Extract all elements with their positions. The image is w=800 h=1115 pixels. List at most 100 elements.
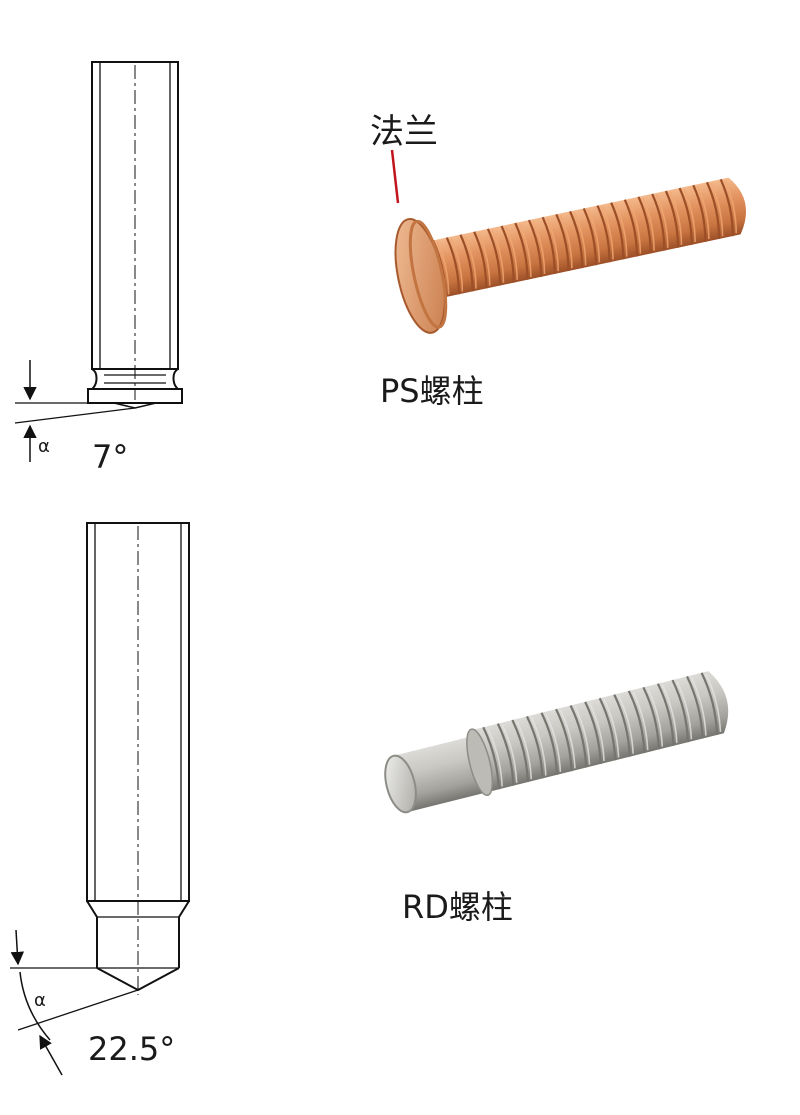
thread-highlight [614, 203, 628, 257]
ps-angle-value: 7° [92, 438, 128, 476]
thread-crest [540, 712, 559, 775]
thread-highlight [491, 229, 505, 283]
ps-stud-thread-crests [432, 178, 738, 298]
thread-highlight [669, 191, 683, 245]
thread-highlight [587, 209, 601, 263]
thread-highlight [642, 197, 655, 251]
thread-crest [500, 225, 515, 283]
flange-leader-line [390, 149, 400, 204]
thread-crest [555, 213, 570, 272]
thread-highlight [710, 183, 724, 237]
thread-crest [582, 208, 597, 266]
thread-highlight [696, 185, 710, 240]
rd-angle-value: 22.5° [88, 1030, 175, 1068]
rd-angle-arc [19, 971, 51, 1041]
thread-crest [569, 210, 584, 269]
thread-crest [610, 202, 625, 260]
thread-highlight [724, 180, 738, 234]
thread-highlight [545, 713, 562, 772]
rd-angle-symbol: α [34, 990, 46, 1011]
thread-crest [598, 697, 617, 761]
thread-crest [482, 726, 500, 790]
thread-crest [613, 694, 631, 757]
thread-highlight [477, 232, 491, 286]
thread-crest [459, 234, 474, 292]
rd-stud-drawing [10, 522, 190, 1076]
rd-stud-pilot-face [384, 754, 417, 814]
thread-crest [686, 675, 704, 739]
rd-angle-arrow-top [10, 929, 25, 966]
thread-crest [705, 181, 721, 239]
thread-crest [692, 184, 707, 242]
thread-crest [671, 679, 690, 743]
thread-highlight [617, 695, 634, 754]
thread-highlight [601, 206, 614, 260]
rd-stud-pilot-body [393, 735, 488, 813]
thread-highlight [436, 241, 450, 295]
ps-angle-symbol: α [38, 436, 50, 457]
thread-highlight [559, 215, 573, 269]
thread-highlight [546, 217, 560, 272]
thread-highlight [628, 200, 642, 254]
thread-highlight [530, 716, 547, 776]
thread-crest [627, 690, 646, 754]
thread-crest [719, 178, 734, 237]
thread-highlight [603, 698, 620, 758]
thread-crest [527, 219, 543, 277]
rd-angle-arrow-bottom [39, 1034, 63, 1076]
thread-crest [496, 723, 515, 786]
thread-crest [445, 237, 460, 295]
ps-angle-slope-line [14, 407, 136, 424]
thread-crest [642, 686, 660, 750]
thread-crest [656, 683, 675, 746]
thread-highlight [501, 724, 518, 783]
thread-highlight [505, 226, 518, 280]
thread-crest [596, 205, 611, 263]
thread-highlight [532, 220, 546, 275]
thread-crest [678, 187, 693, 245]
ps-stud-neck [91, 368, 179, 390]
thread-highlight [518, 223, 532, 277]
thread-highlight [690, 677, 707, 736]
ps-stud-label: PS螺柱 [380, 372, 484, 410]
rd-stud-shoulder [466, 728, 494, 796]
thread-highlight [450, 238, 464, 292]
thread-highlight [655, 194, 669, 248]
thread-highlight [588, 702, 605, 762]
thread-crest [637, 196, 652, 254]
thread-highlight [516, 720, 533, 780]
thread-crest [584, 701, 602, 764]
thread-highlight [464, 235, 477, 289]
thread-highlight [661, 684, 678, 743]
rd-stud-thread-crests [482, 672, 722, 790]
thread-crest [664, 190, 680, 248]
thread-crest [514, 222, 529, 280]
thread-crest [486, 228, 502, 286]
thread-highlight [705, 673, 722, 733]
ps-stud-flange-rim [408, 219, 448, 329]
thread-crest [700, 672, 719, 735]
thread-highlight [632, 691, 649, 751]
thread-crest [473, 231, 488, 289]
rd-stud-label: RD螺柱 [402, 888, 513, 926]
thread-highlight [559, 709, 576, 769]
thread-highlight [647, 687, 664, 747]
thread-highlight [574, 706, 591, 765]
thread-highlight [676, 680, 693, 740]
thread-highlight [683, 188, 696, 243]
thread-crest [651, 193, 666, 251]
rd-stud-photo [384, 671, 729, 814]
ps-stud-drawing [14, 61, 183, 462]
thread-crest [623, 199, 638, 257]
ps-stud-photo [394, 177, 747, 334]
thread-crest [569, 704, 588, 768]
thread-crest [525, 715, 544, 779]
thread-highlight [573, 212, 587, 266]
flange-label: 法兰 [370, 112, 438, 152]
thread-highlight [486, 727, 503, 787]
thread-crest [541, 216, 556, 274]
rd-stud-thread-body [467, 671, 729, 794]
thread-crest [511, 719, 529, 783]
thread-crest [555, 708, 573, 772]
